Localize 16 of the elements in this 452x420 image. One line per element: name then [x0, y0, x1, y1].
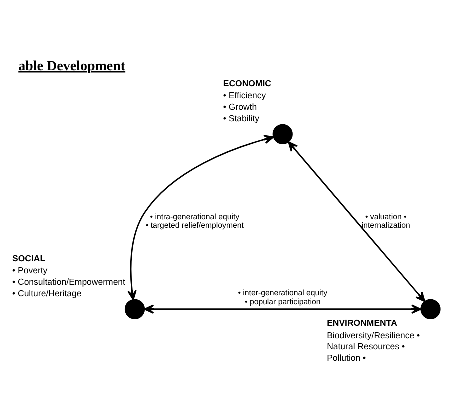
node-label: SOCIAL — [12, 252, 46, 263]
node-label: ENVIRONMENTA — [327, 318, 398, 328]
edge-label: • intra-generational equity • targeted relief/employment — [146, 212, 244, 230]
edge-label: • valuation • internalization — [362, 212, 410, 230]
diagram-title: able Development — [18, 58, 126, 74]
node-label: • Consultation/Empowerment — [12, 276, 126, 286]
node-label: ECONOMIC — [223, 78, 272, 88]
node-label: • Culture/Heritage — [12, 288, 82, 298]
node-label: Natural Resources • — [327, 341, 406, 352]
node-label: • Poverty — [12, 265, 48, 275]
edge-label: • inter-generational equity • popular participation — [238, 288, 328, 306]
node-label: • Efficiency — [223, 90, 266, 100]
node-label: Biodiversity/Resilience • — [327, 330, 420, 340]
node-label: • Growth — [223, 101, 258, 112]
node-label: • Stability — [223, 112, 260, 123]
node-label: Pollution • — [327, 352, 366, 362]
